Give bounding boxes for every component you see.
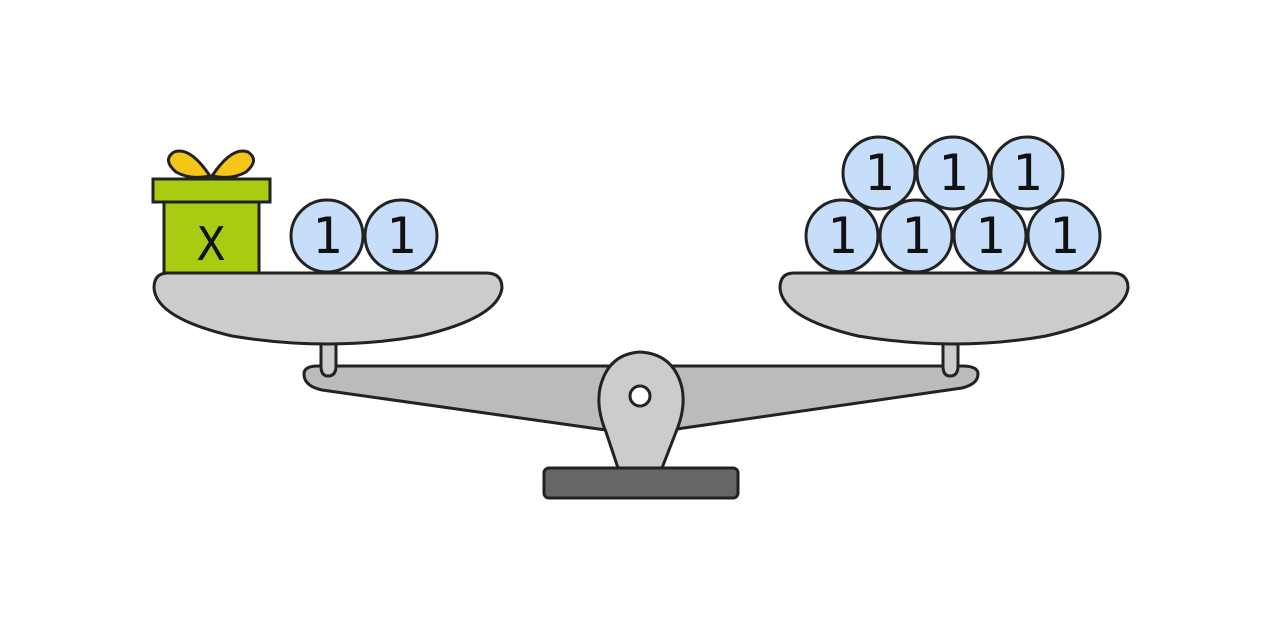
gift-bow-left (167, 149, 212, 179)
right-pan-hanger (941, 345, 960, 378)
unit-circle (804, 198, 880, 274)
right-bottom-unit-2: 1 (952, 198, 1028, 274)
right-top-unit-2: 1 (989, 135, 1065, 211)
unit-circle (878, 198, 954, 274)
unit-label: 1 (1012, 144, 1042, 202)
unit-circle (1026, 198, 1102, 274)
scale-base (542, 466, 740, 500)
unit-circle (289, 198, 365, 274)
left-unit-0: 1 (289, 198, 365, 274)
gift-label: X (197, 217, 225, 271)
right-bottom-unit-3: 1 (1026, 198, 1102, 274)
gift-box-icon: X (151, 149, 272, 275)
left-unit-1: 1 (363, 198, 439, 274)
right-pan (778, 271, 1130, 346)
fulcrum-pivot (628, 384, 652, 408)
unit-label: 1 (938, 144, 968, 202)
right-top-unit-0: 1 (841, 135, 917, 211)
unit-label: 1 (312, 207, 342, 265)
left-pan-hanger (319, 345, 338, 378)
right-bottom-unit-0: 1 (804, 198, 880, 274)
unit-circle (363, 198, 439, 274)
unit-circle (989, 135, 1065, 211)
unit-label: 1 (901, 207, 931, 265)
unit-circle (952, 198, 1028, 274)
gift-bow-right (210, 149, 255, 179)
unit-label: 1 (1049, 207, 1079, 265)
unit-label: 1 (864, 144, 894, 202)
gift-box-lid (151, 177, 272, 204)
unit-circle (841, 135, 917, 211)
left-pan (152, 271, 504, 346)
unit-circle (915, 135, 991, 211)
scale-fulcrum (597, 350, 685, 470)
unit-label: 1 (827, 207, 857, 265)
gift-box-body (162, 200, 261, 275)
unit-label: 1 (386, 207, 416, 265)
right-top-unit-1: 1 (915, 135, 991, 211)
unit-label: 1 (975, 207, 1005, 265)
right-bottom-unit-1: 1 (878, 198, 954, 274)
